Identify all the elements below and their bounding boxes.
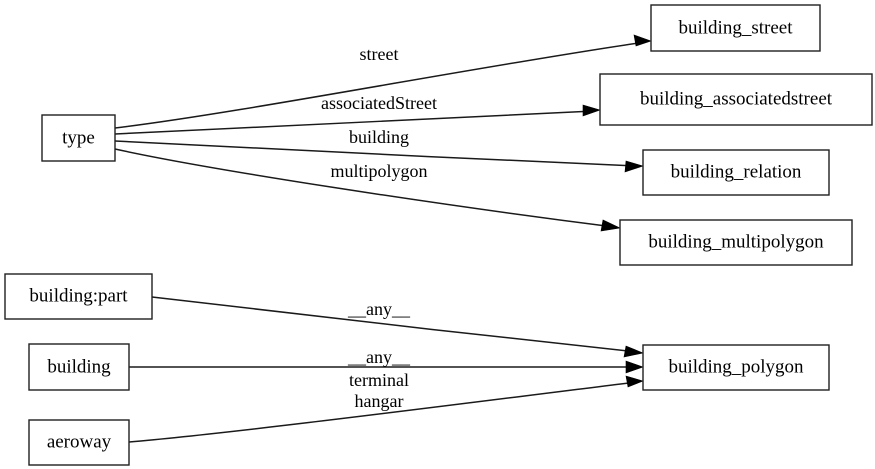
node-label: building_polygon (668, 356, 804, 377)
arrowhead-icon (623, 345, 645, 358)
edge-type-street[interactable]: street (114, 34, 652, 129)
edge-label-associatedstreet: associatedStreet (321, 93, 437, 113)
node-building-street[interactable]: building_street (650, 4, 821, 52)
node-box (642, 149, 830, 196)
node-label: building_relation (671, 161, 802, 182)
node-building-associatedstreet[interactable]: building_associatedstreet (599, 73, 873, 126)
edge-label-street: street (360, 44, 399, 64)
node-box (4, 273, 153, 320)
edge-label-hangar: hangar (355, 391, 404, 411)
edge-label-any-part: __any__ (347, 299, 411, 319)
edge-type-multipolygon[interactable]: multipolygon (114, 148, 622, 232)
node-group: type building_street building_associated… (4, 4, 873, 466)
node-label: building_street (679, 17, 794, 38)
edge-path (114, 140, 638, 167)
node-label: aeroway (47, 431, 112, 452)
edge-building-any[interactable]: __any__ (129, 347, 644, 374)
edge-path (151, 296, 638, 353)
arrowhead-icon (624, 160, 645, 173)
arrowhead-icon (582, 104, 601, 117)
edge-type-associatedstreet[interactable]: associatedStreet (114, 93, 601, 135)
node-box (642, 344, 830, 391)
edge-aeroway-polygon[interactable]: terminal hangar (128, 370, 644, 443)
arrowhead-icon (600, 219, 622, 232)
edge-label-any-building: __any__ (347, 347, 411, 367)
node-building-multipolygon[interactable]: building_multipolygon (619, 219, 853, 266)
edge-path (114, 110, 595, 135)
node-building-part[interactable]: building:part (4, 273, 153, 320)
node-label: building_multipolygon (648, 231, 824, 252)
node-label: building (47, 356, 111, 377)
arrowhead-icon (633, 34, 652, 47)
node-building[interactable]: building (28, 343, 130, 391)
arrowhead-icon (625, 360, 644, 374)
edge-path (128, 381, 638, 443)
node-label: building_associatedstreet (640, 88, 833, 109)
node-building-relation[interactable]: building_relation (642, 149, 830, 196)
node-box (28, 419, 130, 466)
node-box (28, 343, 130, 391)
node-box (619, 219, 853, 266)
node-type[interactable]: type (41, 114, 116, 162)
node-building-polygon[interactable]: building_polygon (642, 344, 830, 391)
edge-label-terminal: terminal (349, 370, 409, 390)
arrowhead-icon (625, 375, 644, 388)
node-label: building:part (29, 285, 128, 306)
node-label: type (62, 127, 95, 148)
edge-label-building: building (349, 127, 409, 147)
node-aeroway[interactable]: aeroway (28, 419, 130, 466)
edge-type-building[interactable]: building (114, 127, 645, 173)
edge-label-multipolygon: multipolygon (330, 161, 427, 181)
edge-path (114, 148, 615, 228)
node-box (41, 114, 116, 162)
node-box (650, 4, 821, 52)
node-box (599, 73, 873, 126)
edge-buildingpart-any[interactable]: __any__ (151, 296, 645, 358)
edge-path (114, 41, 646, 129)
edge-group: street associatedStreet building multipo… (114, 34, 652, 443)
